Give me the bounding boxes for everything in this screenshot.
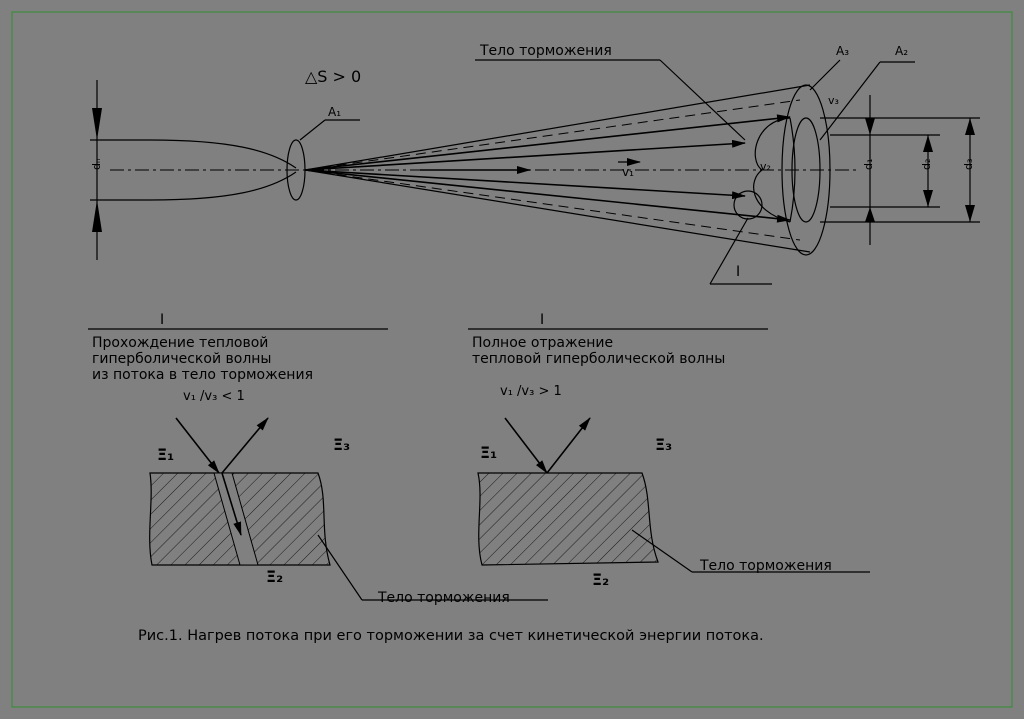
cone-bottom <box>304 169 811 253</box>
right-body-leader <box>631 529 693 573</box>
right-xi1: Ξ₁ <box>480 443 497 462</box>
cone-dash-bottom <box>304 169 801 241</box>
left-xi2: Ξ₂ <box>266 567 283 586</box>
left-xi3: Ξ₃ <box>333 435 350 454</box>
section-inner <box>789 117 796 223</box>
right-detail: I Полное отражение тепловой гиперболичес… <box>468 312 870 589</box>
tube-wall-top <box>149 139 297 169</box>
outer-frame <box>11 11 1013 708</box>
figure-caption: Рис.1. Нагрев потока при его торможении … <box>138 628 764 644</box>
cone-top <box>304 84 811 171</box>
flow-diagram: △S > 0 A₁ Тело торможения A₃ A₂ I v₁ v₂ … <box>90 43 980 285</box>
right-incident-arrow <box>504 417 548 474</box>
right-body-block <box>477 472 659 566</box>
right-reflected-arrow <box>546 417 591 474</box>
section-a3 <box>781 84 831 256</box>
tube-wall-bottom <box>149 171 297 201</box>
a3-leader <box>809 59 841 91</box>
left-detail-line3: из потока в тело торможения <box>92 367 313 383</box>
left-detail-line2: гиперболической волны <box>92 351 271 367</box>
label-d1: d₁ <box>862 159 875 170</box>
right-detail-line2: тепловой гиперболической волны <box>472 351 725 367</box>
section-a2 <box>791 117 821 223</box>
left-body-label: Тело торможения <box>377 590 510 606</box>
right-detail-marker: I <box>540 312 544 328</box>
label-v1: v₁ <box>622 165 634 179</box>
dn-arrow-top <box>92 108 102 140</box>
label-a1: A₁ <box>328 105 341 119</box>
d2-arrow-bottom <box>923 190 933 207</box>
detail-circle <box>733 190 763 220</box>
a1-leader <box>299 119 326 141</box>
left-detail: I Прохождение тепловой гиперболической в… <box>88 312 548 606</box>
d1-arrow-bottom <box>865 207 875 222</box>
label-d2: d₂ <box>920 159 933 170</box>
stream-arrow-4 <box>304 169 791 223</box>
left-incident-arrow <box>175 417 220 474</box>
left-detail-line1: Прохождение тепловой <box>92 335 268 351</box>
left-detail-marker: I <box>160 312 164 328</box>
right-xi2: Ξ₂ <box>592 570 609 589</box>
label-d3: d₃ <box>962 159 975 170</box>
label-v2: v₂ <box>760 160 771 173</box>
right-xi3: Ξ₃ <box>655 435 672 454</box>
d3-arrow-bottom <box>965 205 975 222</box>
stream-arrow-1 <box>304 114 791 171</box>
cone-dash-top <box>304 99 801 171</box>
right-detail-ratio: v₁ /v₃ > 1 <box>500 384 562 399</box>
d3-arrow-top <box>965 118 975 135</box>
label-a2: A₂ <box>895 44 908 58</box>
left-transmitted-arrow <box>221 472 242 536</box>
dn-arrow-bottom <box>92 200 102 232</box>
left-detail-ratio: v₁ /v₃ < 1 <box>183 389 245 404</box>
left-reflected-arrow <box>221 417 269 474</box>
d1-arrow-top <box>865 118 875 135</box>
right-body-label: Тело торможения <box>699 558 832 574</box>
left-xi1: Ξ₁ <box>157 445 174 464</box>
body-leader <box>659 59 746 141</box>
label-v3: v₃ <box>828 94 839 107</box>
label-braking-body: Тело торможения <box>479 43 612 59</box>
a2-leader <box>819 61 881 141</box>
braking-body <box>753 117 791 223</box>
label-detail: I <box>736 264 740 280</box>
label-dn: dₙ <box>90 159 103 170</box>
stream-arrow-2 <box>304 139 746 171</box>
entropy-label: △S > 0 <box>305 67 361 86</box>
stream-arrow-3 <box>304 169 746 200</box>
detail-leader <box>709 217 749 285</box>
label-a3: A₃ <box>836 44 849 58</box>
left-body-leader <box>317 534 363 601</box>
right-detail-line1: Полное отражение <box>472 335 613 351</box>
d2-arrow-top <box>923 135 933 152</box>
